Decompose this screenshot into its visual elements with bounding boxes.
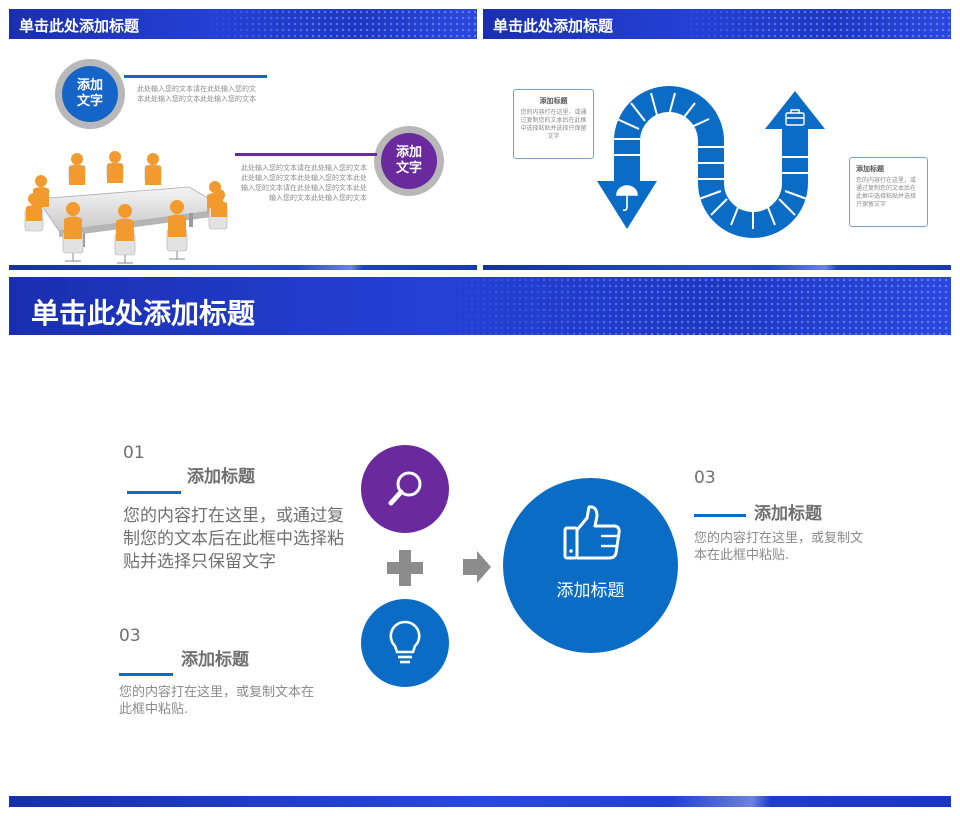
main-circle-label: 添加标题	[556, 581, 625, 601]
item-3-body: 您的内容打在这里，或复制文本在此框中粘贴.	[694, 531, 864, 563]
slide-3-title[interactable]: 单击此处添加标题	[31, 297, 256, 330]
item-2-rule	[119, 673, 173, 676]
lightbulb-icon	[389, 620, 421, 664]
item-1-heading: 添加标题	[187, 467, 255, 487]
arrow-right-icon	[463, 551, 491, 583]
slide-2: 单击此处添加标题 添加标题 您的内容打在这里，或通过复制您的文本后在此框中选择粘…	[483, 9, 951, 270]
badge-purple: 添加 文字	[374, 126, 444, 196]
umbrella-icon	[616, 185, 638, 211]
briefcase-icon	[785, 109, 805, 126]
slide-2-title[interactable]: 单击此处添加标题	[493, 17, 614, 35]
slide-3-bottom-bar	[9, 796, 951, 807]
callout-box-1: 添加标题 您的内容打在这里，或通过复制您的文本后在此框中选择粘贴并选择只保留文字	[513, 89, 594, 159]
item-3-number: 03	[694, 468, 716, 488]
search-icon	[388, 471, 422, 506]
slide-2-bottom-bar	[483, 265, 951, 270]
badge-blue-line-1: 添加	[76, 78, 103, 93]
item-1-rule	[127, 491, 181, 494]
s-curve-arrow	[597, 86, 825, 238]
badge-blue-line-2: 文字	[76, 94, 103, 109]
slide-1-text-2: 此处输入您的文本请在此处输入您的文本此处输入您的文本此处输入您的文本此处输入您的…	[241, 164, 367, 202]
callout-box-2-title: 添加标题	[856, 165, 884, 173]
plus-icon	[387, 550, 423, 586]
callout-box-2: 添加标题 您的内容打在这里，或通过复制您的文本后在此框中选择粘贴并选择只保留文字	[849, 157, 928, 227]
item-2-number: 03	[119, 626, 141, 646]
item-1-body: 您的内容打在这里，或通过复制您的文本后在此框中选择粘贴并选择只保留文字	[123, 506, 344, 572]
callout-box-1-title: 添加标题	[539, 97, 568, 105]
slide-1-text-1: 此处输入您的文本请在此处输入您的文本此处输入您的文本此处输入您的文本	[137, 85, 256, 103]
badge-purple-line-2: 文字	[395, 161, 422, 176]
slide-1-bottom-bar	[9, 265, 477, 270]
badge-purple-rule	[235, 153, 377, 156]
slide-1-title[interactable]: 单击此处添加标题	[19, 17, 140, 35]
badge-purple-line-1: 添加	[395, 145, 422, 160]
badge-blue-rule	[124, 75, 267, 78]
search-circle	[361, 445, 449, 533]
item-2-body: 您的内容打在这里，或复制文本在此框中粘贴.	[119, 685, 315, 717]
callout-box-1-text: 您的内容打在这里，或通过复制您的文本后在此框中选择粘贴并选择只保留文字	[520, 109, 587, 140]
callout-box-2-text: 您的内容打在这里，或通过复制您的文本后在此框中选择粘贴并选择只保留文字	[856, 177, 917, 208]
slide-3-title-bar: 单击此处添加标题	[9, 277, 951, 335]
slide-3: 单击此处添加标题 01 添加标题 您的内容打在这里，或通过复制您的文本后在此框中…	[9, 277, 951, 807]
meeting-illustration	[24, 151, 229, 264]
main-circle: 添加标题	[503, 478, 678, 653]
lightbulb-circle	[361, 599, 449, 687]
badge-blue: 添加 文字	[55, 59, 125, 129]
slide-2-title-bar: 单击此处添加标题	[483, 9, 951, 39]
slide-1: 单击此处添加标题 添加 文字 此处输入您的文本请在此处输入您的文本此处输入您的文…	[9, 9, 477, 270]
thumbs-up-icon	[563, 505, 621, 560]
item-2-heading: 添加标题	[181, 650, 249, 670]
slide-1-title-bar: 单击此处添加标题	[9, 9, 477, 39]
item-3-rule	[694, 514, 746, 517]
item-3-heading: 添加标题	[754, 504, 822, 524]
item-1-number: 01	[123, 443, 145, 463]
